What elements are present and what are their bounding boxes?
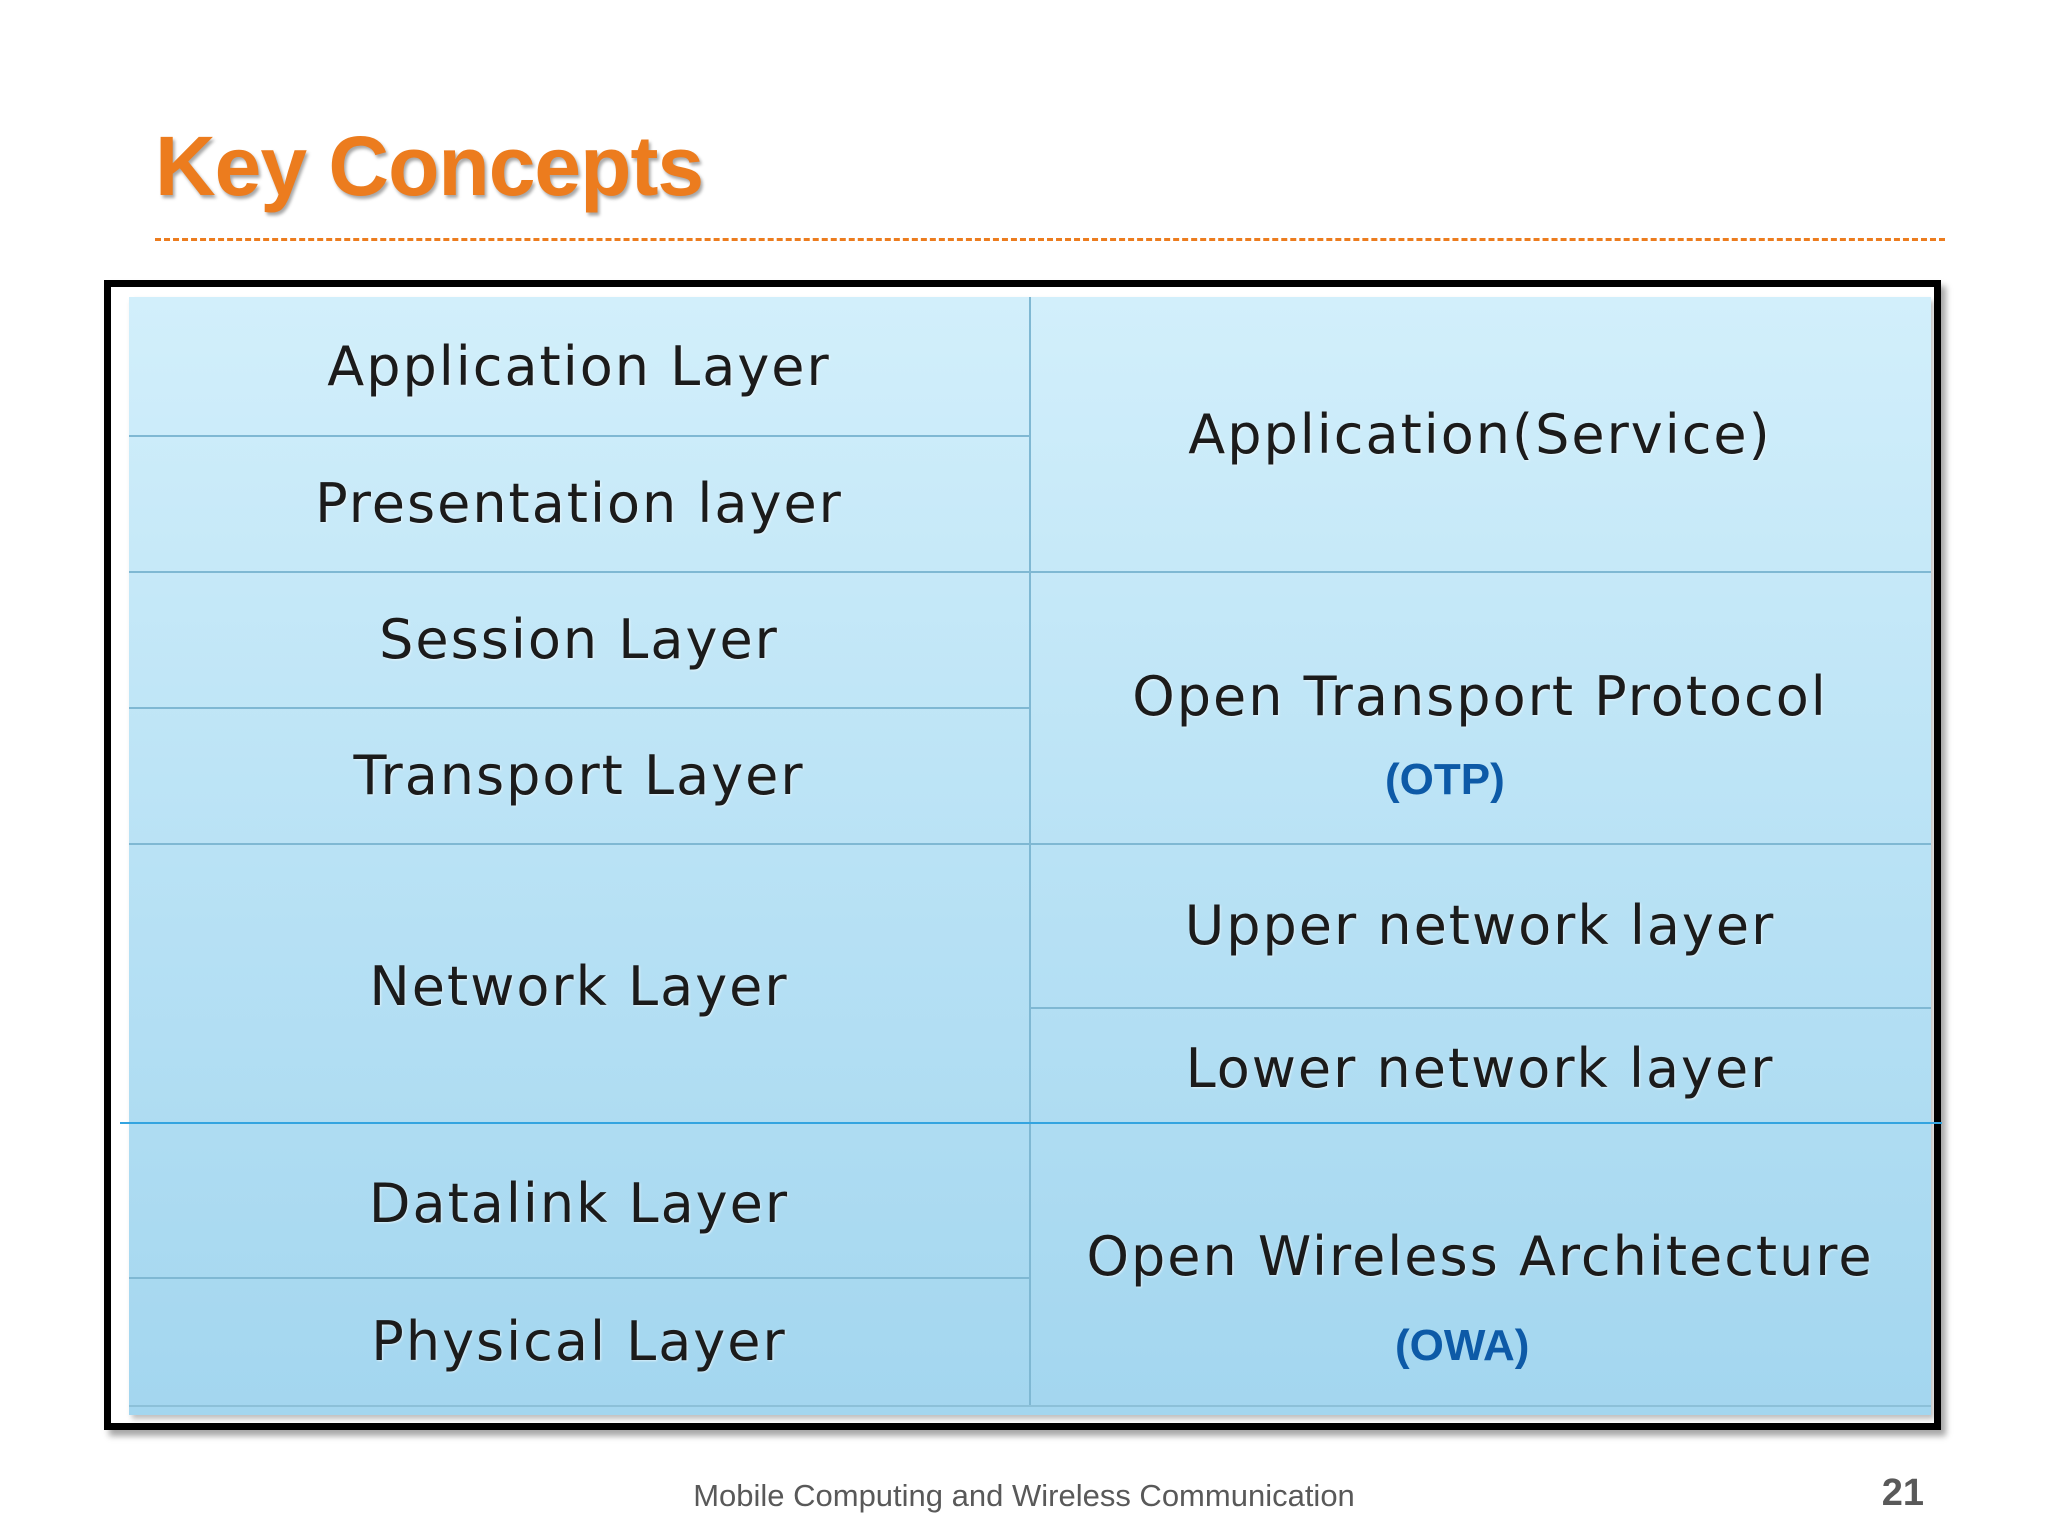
title-divider — [155, 238, 1945, 241]
osi-transport-layer: Transport Layer — [353, 743, 805, 807]
column-divider — [1029, 297, 1031, 1405]
row-divider — [129, 707, 1029, 709]
row-divider — [129, 843, 1931, 845]
row-divider — [129, 1405, 1931, 1407]
osi-session-layer: Session Layer — [379, 607, 779, 671]
model-owa-abbr: (OWA) — [1395, 1321, 1530, 1370]
osi-presentation-layer: Presentation layer — [315, 471, 843, 535]
model-open-wireless-architecture: Open Wireless Architecture (OWA) — [1029, 1129, 1931, 1405]
layer-comparison-table: Application Layer Presentation layer Ses… — [129, 297, 1931, 1415]
slide-title: Key Concepts — [155, 119, 704, 213]
network-datalink-separator — [120, 1122, 1942, 1124]
model-otp-abbr: (OTP) — [1385, 755, 1505, 804]
row-divider — [1029, 1007, 1931, 1009]
osi-datalink-layer: Datalink Layer — [368, 1171, 790, 1235]
osi-network-layer: Network Layer — [369, 954, 789, 1018]
model-owa-label: Open Wireless Architecture — [1086, 1225, 1874, 1288]
row-divider — [129, 1277, 1029, 1279]
layer-comparison-frame: Application Layer Presentation layer Ses… — [104, 280, 1941, 1430]
footer-course-title: Mobile Computing and Wireless Communicat… — [693, 1478, 1355, 1513]
model-upper-network-layer: Upper network layer — [1184, 893, 1776, 957]
model-application-service: Application(Service) — [1029, 297, 1931, 571]
page-number: 21 — [1881, 1472, 1924, 1514]
model-application-service-label: Application(Service) — [1188, 402, 1772, 466]
osi-physical-layer: Physical Layer — [371, 1309, 787, 1373]
osi-application-layer: Application Layer — [327, 334, 831, 398]
model-lower-network-layer: Lower network layer — [1185, 1036, 1775, 1100]
row-divider — [129, 571, 1931, 573]
model-open-transport-protocol: Open Transport Protocol (OTP) — [1029, 571, 1931, 843]
row-divider — [129, 435, 1029, 437]
model-otp-label: Open Transport Protocol — [1132, 665, 1828, 728]
